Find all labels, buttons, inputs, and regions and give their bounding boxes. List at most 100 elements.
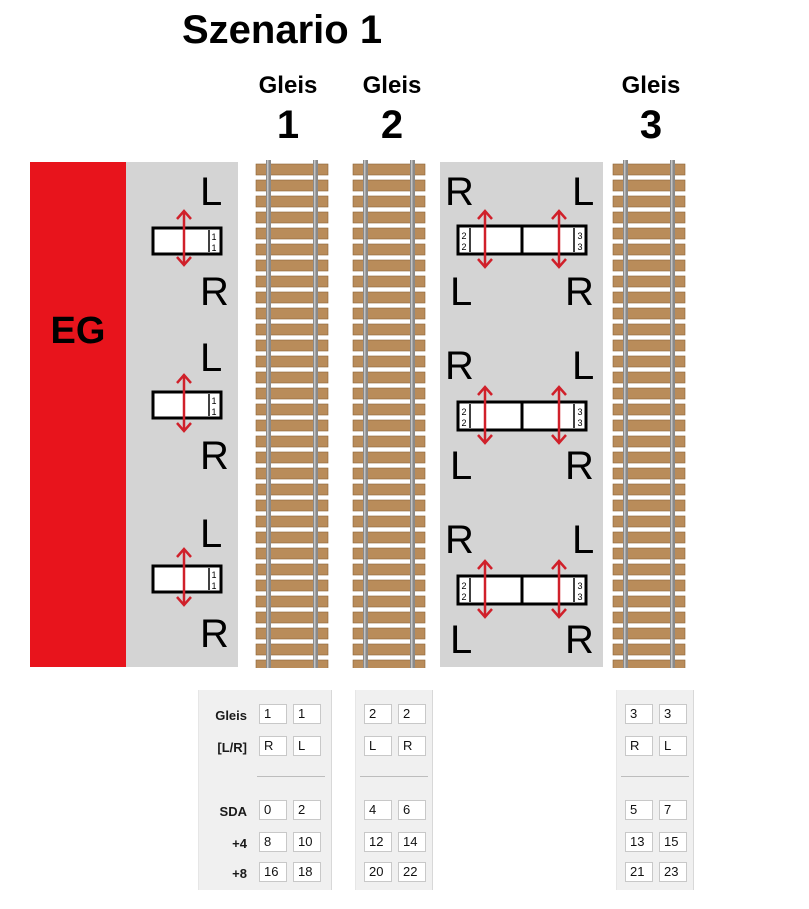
track-2	[351, 160, 427, 668]
track-sleeper	[352, 467, 426, 480]
car-number: 2	[461, 581, 466, 591]
track-sleeper	[612, 243, 686, 256]
label-lr: [L/R]	[217, 740, 247, 755]
plus8-field[interactable]: 22	[398, 862, 426, 882]
plus8-field[interactable]: 21	[625, 862, 653, 882]
sda-field[interactable]: 2	[293, 800, 321, 820]
direction-letter: L	[450, 618, 473, 662]
direction-letter: L	[572, 344, 595, 388]
track-sleeper	[255, 611, 329, 624]
plus4-field[interactable]: 13	[625, 832, 653, 852]
track-sleeper	[612, 483, 686, 496]
direction-letter: R	[565, 444, 594, 488]
lr-field[interactable]: R	[625, 736, 653, 756]
car-with-arrow: 1 1	[151, 373, 223, 433]
track-header-word: Gleis	[258, 72, 318, 99]
sda-field[interactable]: 6	[398, 800, 426, 820]
track-sleeper	[352, 339, 426, 352]
track-sleeper	[352, 307, 426, 320]
sda-field[interactable]: 0	[259, 800, 287, 820]
track-sleeper	[352, 499, 426, 512]
track-sleeper	[612, 179, 686, 192]
direction-letter: L	[450, 270, 473, 314]
track-sleeper	[352, 483, 426, 496]
track-header-number: 2	[380, 103, 404, 147]
direction-letter: L	[572, 518, 595, 562]
gleis-field[interactable]: 2	[398, 704, 426, 724]
plus4-field[interactable]: 14	[398, 832, 426, 852]
track-sleeper	[612, 659, 686, 668]
track-sleeper	[255, 195, 329, 208]
track-sleeper	[352, 323, 426, 336]
gleis-field[interactable]: 1	[259, 704, 287, 724]
track-sleeper	[352, 627, 426, 640]
gleis-field[interactable]: 3	[659, 704, 687, 724]
direction-letter: R	[445, 170, 474, 214]
car-with-arrow: 1 1	[151, 547, 223, 607]
track-sleeper	[352, 163, 426, 176]
plus4-field[interactable]: 15	[659, 832, 687, 852]
track-sleeper	[612, 435, 686, 448]
track-sleeper	[352, 355, 426, 368]
car-number: 1	[211, 570, 216, 580]
track-sleeper	[612, 419, 686, 432]
track-sleeper	[612, 595, 686, 608]
gleis-field[interactable]: 1	[293, 704, 321, 724]
track-sleeper	[255, 371, 329, 384]
plus8-field[interactable]: 16	[259, 862, 287, 882]
sda-field[interactable]: 5	[625, 800, 653, 820]
track-rail-highlight	[364, 160, 366, 668]
direction-letter: R	[565, 618, 594, 662]
car-number: 2	[461, 407, 466, 417]
gleis-field[interactable]: 2	[364, 704, 392, 724]
track-sleeper	[255, 627, 329, 640]
separator	[257, 776, 325, 777]
lr-field[interactable]: L	[293, 736, 321, 756]
car-number: 2	[461, 231, 466, 241]
lr-field[interactable]: L	[364, 736, 392, 756]
track-sleeper	[255, 307, 329, 320]
track-sleeper	[612, 531, 686, 544]
plus4-field[interactable]: 8	[259, 832, 287, 852]
separator	[360, 776, 428, 777]
track-sleeper	[612, 515, 686, 528]
car-number: 2	[461, 418, 466, 428]
track-sleeper	[255, 259, 329, 272]
track-sleeper	[612, 643, 686, 656]
track-sleeper	[255, 467, 329, 480]
track-sleeper	[255, 435, 329, 448]
track-sleeper	[255, 547, 329, 560]
plus8-field[interactable]: 18	[293, 862, 321, 882]
track-sleeper	[352, 275, 426, 288]
track-sleeper	[612, 291, 686, 304]
track-sleeper	[612, 275, 686, 288]
gleis-field[interactable]: 3	[625, 704, 653, 724]
sda-field[interactable]: 4	[364, 800, 392, 820]
sda-field[interactable]: 7	[659, 800, 687, 820]
track-2-header: Gleis 2	[352, 72, 432, 148]
lr-field[interactable]: L	[659, 736, 687, 756]
lr-field[interactable]: R	[259, 736, 287, 756]
track-sleeper	[612, 579, 686, 592]
lr-field[interactable]: R	[398, 736, 426, 756]
direction-letter: L	[200, 512, 223, 556]
double-car-with-arrows: 2 2 3 3	[456, 559, 588, 619]
plus4-field[interactable]: 10	[293, 832, 321, 852]
direction-letter: L	[200, 336, 223, 380]
track-sleeper	[612, 547, 686, 560]
track-rail-highlight	[624, 160, 626, 668]
track-sleeper	[352, 451, 426, 464]
direction-letter: R	[445, 518, 474, 562]
track-sleeper	[255, 563, 329, 576]
plus4-field[interactable]: 12	[364, 832, 392, 852]
track-sleeper	[352, 291, 426, 304]
track-sleeper	[352, 515, 426, 528]
plus8-field[interactable]: 23	[659, 862, 687, 882]
car-number: 3	[577, 592, 582, 602]
plus8-field[interactable]: 20	[364, 862, 392, 882]
track-rail-highlight	[314, 160, 316, 668]
track-rail-highlight	[411, 160, 413, 668]
track-sleeper	[352, 259, 426, 272]
track-sleeper	[612, 371, 686, 384]
track-sleeper	[255, 595, 329, 608]
